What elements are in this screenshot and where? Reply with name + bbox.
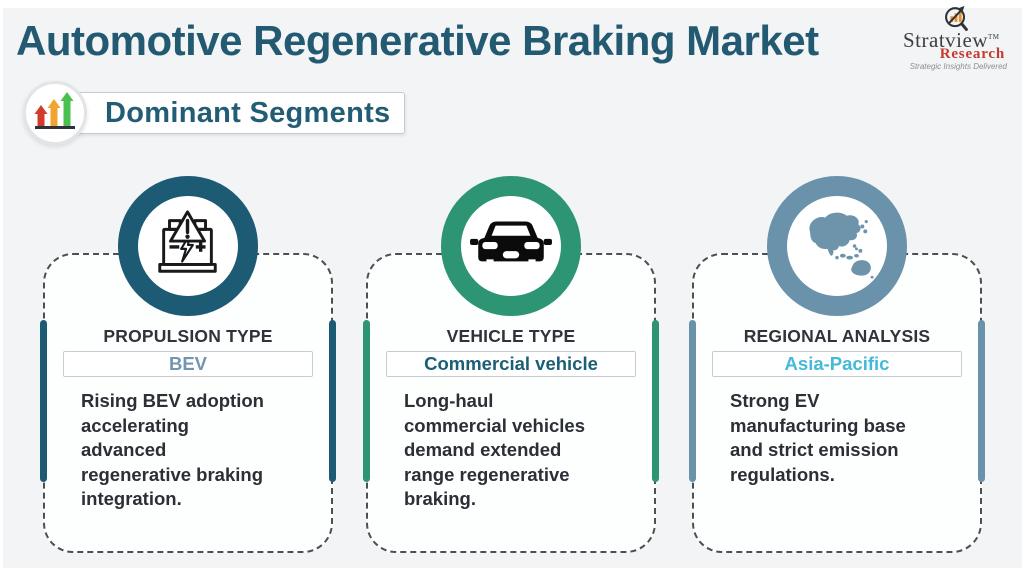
asia-pacific-map-icon xyxy=(798,205,876,288)
rising-arrows-icon xyxy=(33,91,77,136)
card-description: Rising BEV adoption accelerating advance… xyxy=(81,390,264,509)
card-description: Long-haul commercial vehicles demand ext… xyxy=(404,390,585,509)
accent-bar xyxy=(40,320,47,482)
card-category-label: VEHICLE TYPE xyxy=(446,326,576,346)
icon-ring xyxy=(441,176,581,316)
accent-bar xyxy=(978,320,985,482)
card-value-box: Commercial vehicle xyxy=(386,351,636,377)
card-value-box: Asia-Pacific xyxy=(712,351,962,377)
magnifier-growth-icon xyxy=(939,3,973,42)
card-value-box: BEV xyxy=(63,351,313,377)
section-label: Dominant Segments xyxy=(58,92,405,134)
card-category-label: REGIONAL ANALYSIS xyxy=(743,326,931,346)
page-title: Automotive Regenerative Braking Market xyxy=(16,17,819,64)
card-propulsion-type: PROPULSION TYPE BEV Rising BEV adoption … xyxy=(40,176,336,553)
accent-bar xyxy=(363,320,370,482)
logo-division: Research xyxy=(939,46,1005,62)
dominant-segments-badge xyxy=(23,81,87,145)
card-value: Asia-Pacific xyxy=(784,353,890,374)
icon-ring xyxy=(767,176,907,316)
card-value: Commercial vehicle xyxy=(424,353,598,374)
card-description: Strong EV manufacturing base and strict … xyxy=(730,390,906,485)
battery-warning-icon xyxy=(151,208,225,285)
car-icon xyxy=(468,215,554,278)
accent-bar xyxy=(652,320,659,482)
accent-bar xyxy=(329,320,336,482)
card-category-label: PROPULSION TYPE xyxy=(103,326,273,346)
card-value: BEV xyxy=(168,353,208,374)
card-regional-analysis: REGIONAL ANALYSIS Asia-Pacific Strong EV… xyxy=(689,176,985,553)
trademark-symbol: TM xyxy=(987,33,1000,41)
accent-bar xyxy=(689,320,696,482)
card-vehicle-type: VEHICLE TYPE Commercial vehicle Long-hau… xyxy=(363,176,659,553)
logo-brand-name: StratviewTM xyxy=(903,28,1000,52)
icon-ring xyxy=(118,176,258,316)
logo-tagline: Strategic Insights Delivered xyxy=(909,62,1007,71)
